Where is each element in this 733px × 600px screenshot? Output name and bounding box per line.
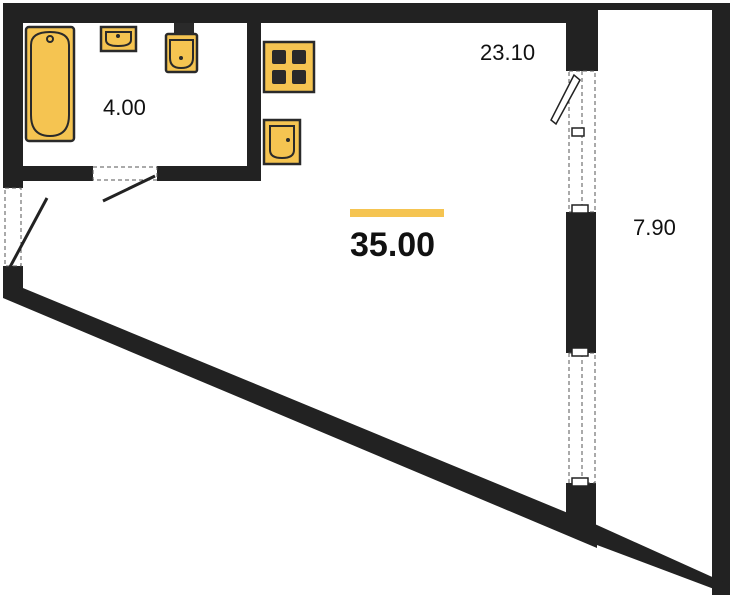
- left-wall-upper: [3, 3, 23, 188]
- bathroom-door: [102, 174, 156, 203]
- entrance-door: [8, 197, 49, 268]
- bathroom-bottom-wall-left: [3, 166, 93, 181]
- top-wall: [3, 3, 598, 23]
- stove: [262, 40, 316, 94]
- total-area-marker: [350, 209, 444, 217]
- bathtub: [24, 25, 76, 143]
- balcony-wall-middle: [566, 212, 596, 353]
- doors: [8, 73, 589, 487]
- kitchen-sink: [262, 118, 302, 166]
- balcony-wall-top: [566, 3, 598, 71]
- diagonal-wall: [3, 285, 597, 548]
- bathroom-area-label: 4.00: [103, 95, 146, 120]
- balcony-door: [550, 73, 581, 126]
- toilet: [164, 23, 199, 74]
- bathroom-door-opening: [92, 166, 158, 181]
- total-area-label: 35.00: [350, 226, 436, 264]
- balcony-bottom-wall: [597, 525, 730, 595]
- bathroom-side-wall: [247, 3, 261, 181]
- balcony-wall-bottom: [566, 483, 596, 528]
- entrance-opening: [4, 187, 22, 267]
- living-area-label: 23.10: [480, 40, 536, 65]
- balcony-area-label: 7.90: [633, 215, 676, 240]
- bathroom-bottom-wall-right: [157, 166, 261, 181]
- walls: [3, 3, 730, 595]
- balcony-outer-wall: [598, 3, 730, 595]
- bathroom-sink: [99, 25, 138, 53]
